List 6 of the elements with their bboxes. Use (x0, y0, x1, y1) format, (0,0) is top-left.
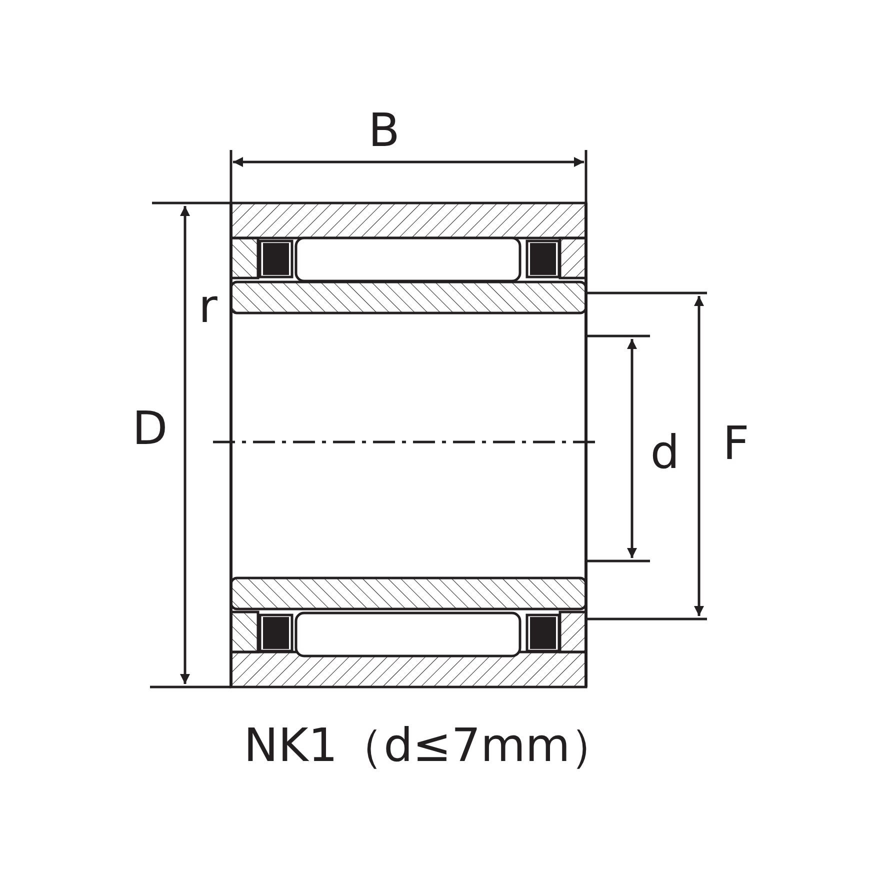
dimension-label: B (368, 107, 400, 153)
dimension-label: r (198, 283, 218, 329)
dimension-label: d (650, 429, 680, 475)
caption: NK1（d≤7mm） (244, 722, 616, 768)
dimension-label: D (132, 405, 168, 451)
dimension-label: F (722, 420, 750, 466)
